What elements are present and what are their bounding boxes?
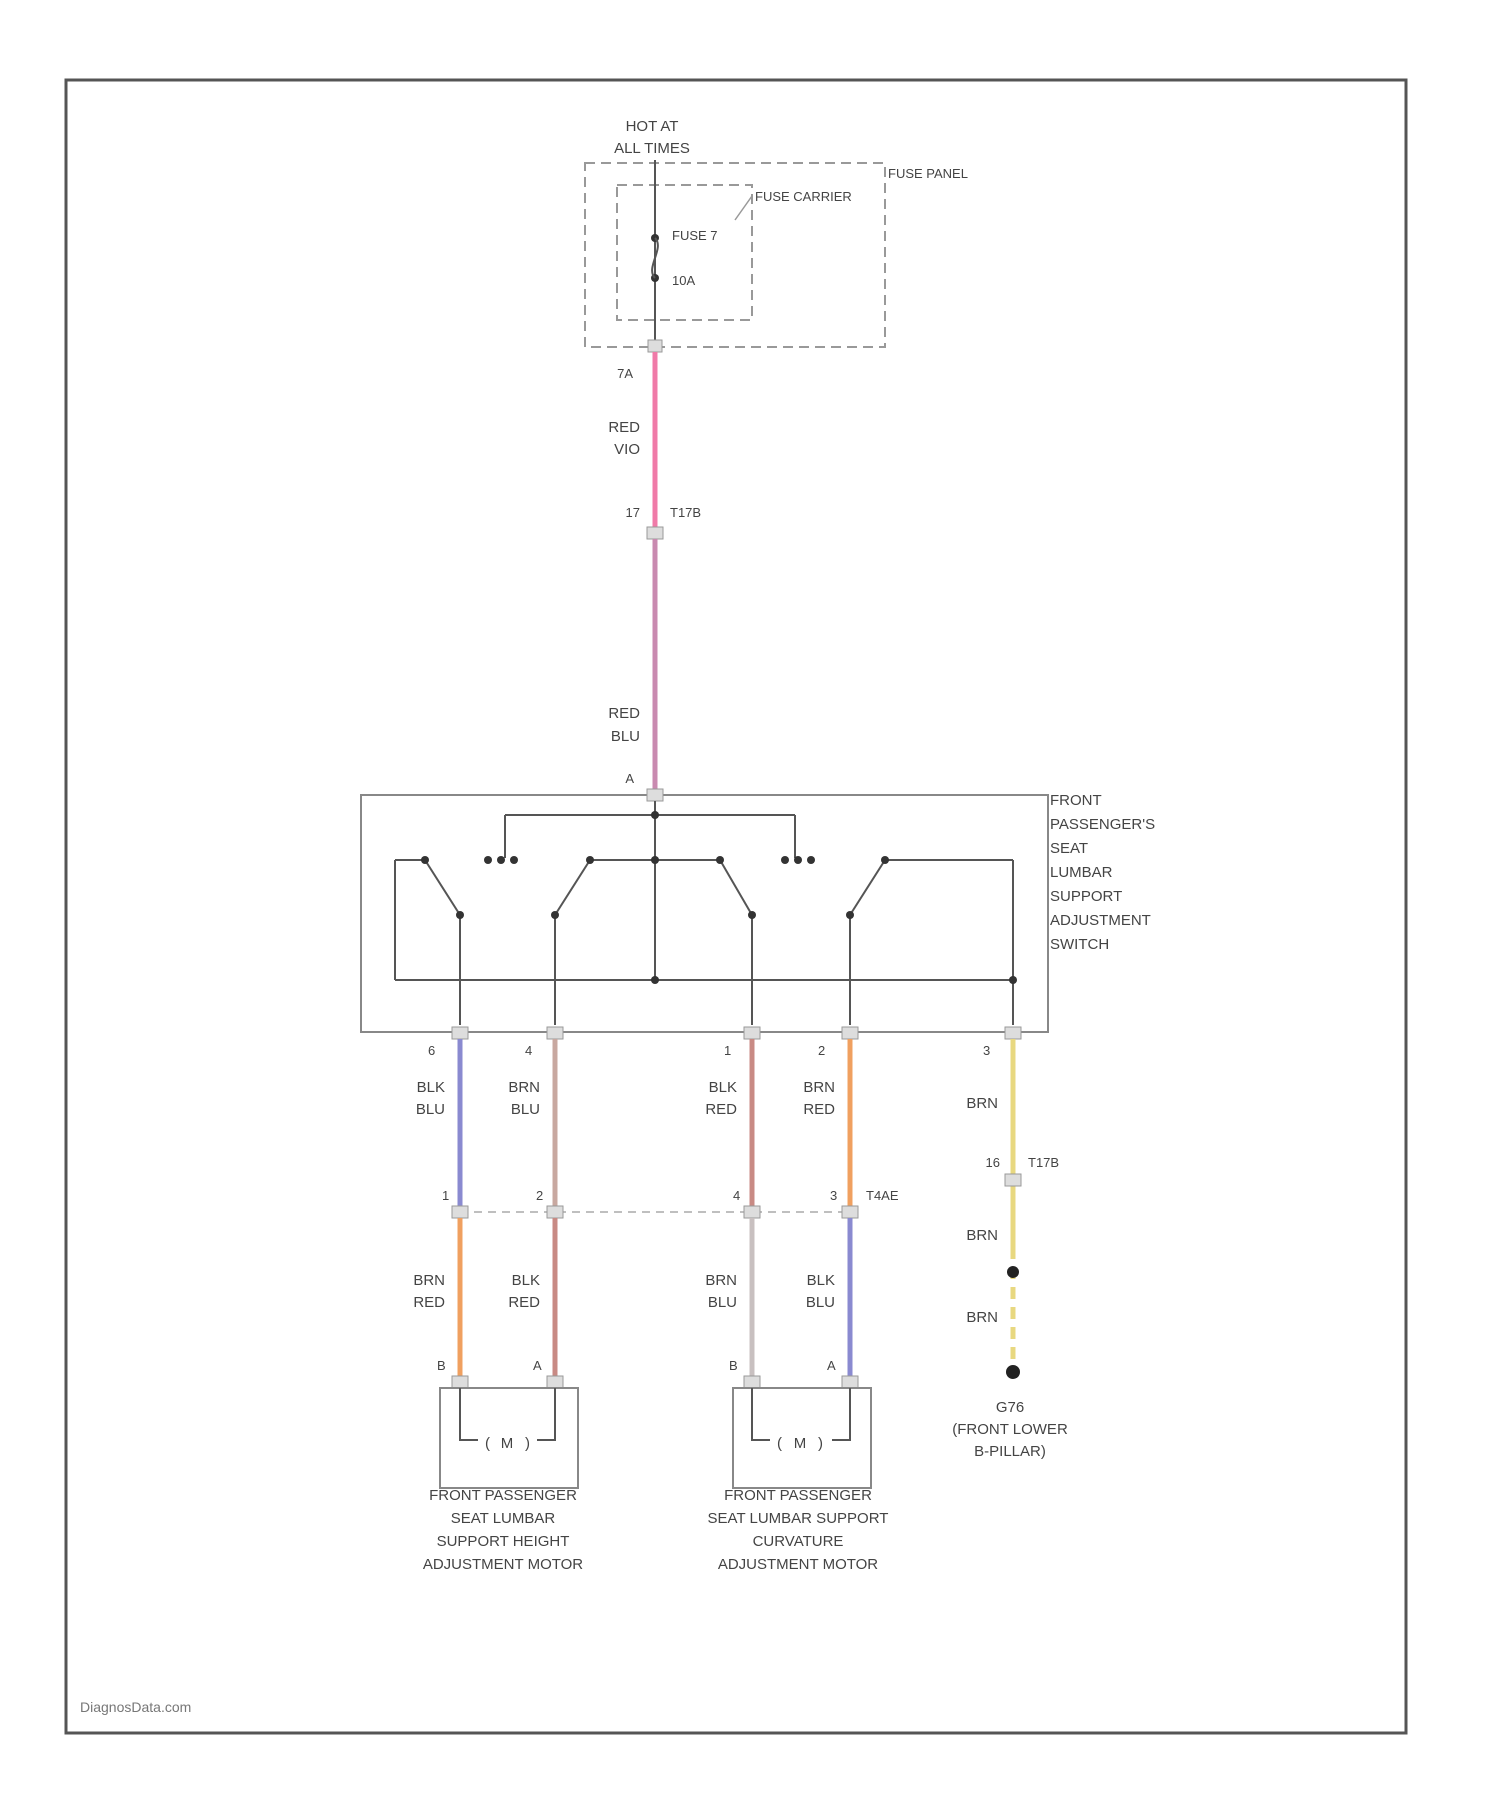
t4ae-pin-3: 3 — [830, 1188, 837, 1203]
switch-box — [361, 795, 1048, 1032]
switch-pin-2: 2 — [818, 1043, 825, 1058]
motor1-pin-b: B — [437, 1358, 446, 1373]
switch-label-line-7: SWITCH — [1050, 936, 1109, 953]
motor2: ( M ) — [733, 1376, 871, 1488]
wire-m1a-label-b: RED — [508, 1294, 540, 1311]
motor1: ( M ) — [440, 1376, 578, 1488]
wire-w2-label-a: BRN — [508, 1079, 540, 1096]
switch-label-line-6: ADJUSTMENT — [1050, 912, 1151, 929]
fuse-carrier-box — [617, 185, 752, 320]
wire-w3-label-b: RED — [705, 1101, 737, 1118]
ground-label-line-3: B-PILLAR) — [974, 1443, 1046, 1460]
wire-w1-label-a: BLK — [417, 1079, 445, 1096]
fuse-panel-label: FUSE PANEL — [888, 166, 968, 181]
t4ae-pin-1: 1 — [442, 1188, 449, 1203]
t17b-pin: 17 — [626, 505, 640, 520]
switch-pin-6: 6 — [428, 1043, 435, 1058]
motor2-pin-b: B — [729, 1358, 738, 1373]
t4ae-name: T4AE — [866, 1188, 899, 1203]
wire-w5c-label: BRN — [966, 1309, 998, 1326]
ground-point-dot — [1006, 1365, 1020, 1379]
wire-w3-label-a: BLK — [709, 1079, 737, 1096]
switch-label-line-1: FRONT — [1050, 792, 1102, 809]
t4ae-pin-4: 4 — [733, 1188, 740, 1203]
motor2-label-line-2: SEAT LUMBAR SUPPORT — [708, 1510, 889, 1527]
switch-pin-3: 3 — [983, 1043, 990, 1058]
ground-splice-dot — [1007, 1266, 1019, 1278]
t17b-ground-pin: 16 — [986, 1155, 1000, 1170]
motor1-label: FRONT PASSENGER SEAT LUMBAR SUPPORT HEIGHT… — [423, 1487, 583, 1573]
svg-text:): ) — [525, 1435, 530, 1452]
fuse-out-connector — [648, 340, 662, 352]
t4ae-pin-2: 2 — [536, 1188, 543, 1203]
fuse-out-pin: 7A — [617, 366, 633, 381]
t17b-name: T17B — [670, 505, 701, 520]
motor1-pin-a: A — [533, 1358, 542, 1373]
t17b-connector — [647, 527, 663, 539]
motor1-label-line-1: FRONT PASSENGER — [429, 1487, 577, 1504]
fuse-name: FUSE 7 — [672, 228, 718, 243]
switch-label-line-5: SUPPORT — [1050, 888, 1122, 905]
svg-text:(: ( — [485, 1435, 490, 1452]
motor2-label-line-3: CURVATURE — [753, 1533, 844, 1550]
motor1-label-line-2: SEAT LUMBAR — [451, 1510, 556, 1527]
ground-label-line-2: (FRONT LOWER — [952, 1421, 1068, 1438]
motor1-label-line-3: SUPPORT HEIGHT — [437, 1533, 570, 1550]
wire-red-vio-label-1: RED — [608, 419, 640, 436]
t17b-ground-name: T17B — [1028, 1155, 1059, 1170]
wire-red-blu-label-1: RED — [608, 705, 640, 722]
switch-internals — [395, 801, 1013, 1025]
supply-label-line1: HOT AT — [626, 118, 679, 135]
switch-pin-1: 1 — [724, 1043, 731, 1058]
wire-m2a-label-a: BLK — [807, 1272, 835, 1289]
switch-in-pin: A — [625, 771, 634, 786]
wire-m1b-label-a: BRN — [413, 1272, 445, 1289]
fuse-rating: 10A — [672, 273, 695, 288]
motor1-label-line-4: ADJUSTMENT MOTOR — [423, 1556, 583, 1573]
t17b-ground-connector — [1005, 1174, 1021, 1186]
ground-label-line-1: G76 — [996, 1399, 1024, 1416]
motor1-symbol: M — [501, 1435, 514, 1452]
wire-m2b-label-a: BRN — [705, 1272, 737, 1289]
motor2-label: FRONT PASSENGER SEAT LUMBAR SUPPORT CURVAT… — [708, 1487, 889, 1573]
motor2-label-line-1: FRONT PASSENGER — [724, 1487, 872, 1504]
switch-label-line-4: LUMBAR — [1050, 864, 1113, 881]
wire-w2-label-b: BLU — [511, 1101, 540, 1118]
motor2-symbol: M — [794, 1435, 807, 1452]
motor2-pin-a: A — [827, 1358, 836, 1373]
supply-label-line2: ALL TIMES — [614, 140, 690, 157]
switch-in-connector — [647, 789, 663, 801]
diagram-frame — [66, 80, 1406, 1733]
switch-contacts — [421, 811, 1017, 984]
wire-m2a-label-b: BLU — [806, 1294, 835, 1311]
wire-m1a-label-a: BLK — [512, 1272, 540, 1289]
svg-text:): ) — [818, 1435, 823, 1452]
footer-watermark: DiagnosData.com — [80, 1699, 191, 1715]
svg-text:(: ( — [777, 1435, 782, 1452]
fuse-carrier-label: FUSE CARRIER — [755, 189, 852, 204]
wire-w5-label: BRN — [966, 1095, 998, 1112]
wire-w4-label-a: BRN — [803, 1079, 835, 1096]
switch-label-line-2: PASSENGER'S — [1050, 816, 1155, 833]
wire-red-vio-label-2: VIO — [614, 441, 640, 458]
wire-w1-label-b: BLU — [416, 1101, 445, 1118]
wire-w5b-label: BRN — [966, 1227, 998, 1244]
switch-label-line-3: SEAT — [1050, 840, 1088, 857]
carrier-label-leader — [735, 196, 752, 220]
wire-m2b-label-b: BLU — [708, 1294, 737, 1311]
wire-w4-label-b: RED — [803, 1101, 835, 1118]
switch-label: FRONT PASSENGER'S SEAT LUMBAR SUPPORT ADJUSTM… — [1050, 792, 1155, 953]
wire-m1b-label-b: RED — [413, 1294, 445, 1311]
ground-label: G76 (FRONT LOWER B-PILLAR) — [952, 1399, 1068, 1460]
switch-pin-4: 4 — [525, 1043, 532, 1058]
wire-red-blu-label-2: BLU — [611, 728, 640, 745]
motor2-label-line-4: ADJUSTMENT MOTOR — [718, 1556, 878, 1573]
